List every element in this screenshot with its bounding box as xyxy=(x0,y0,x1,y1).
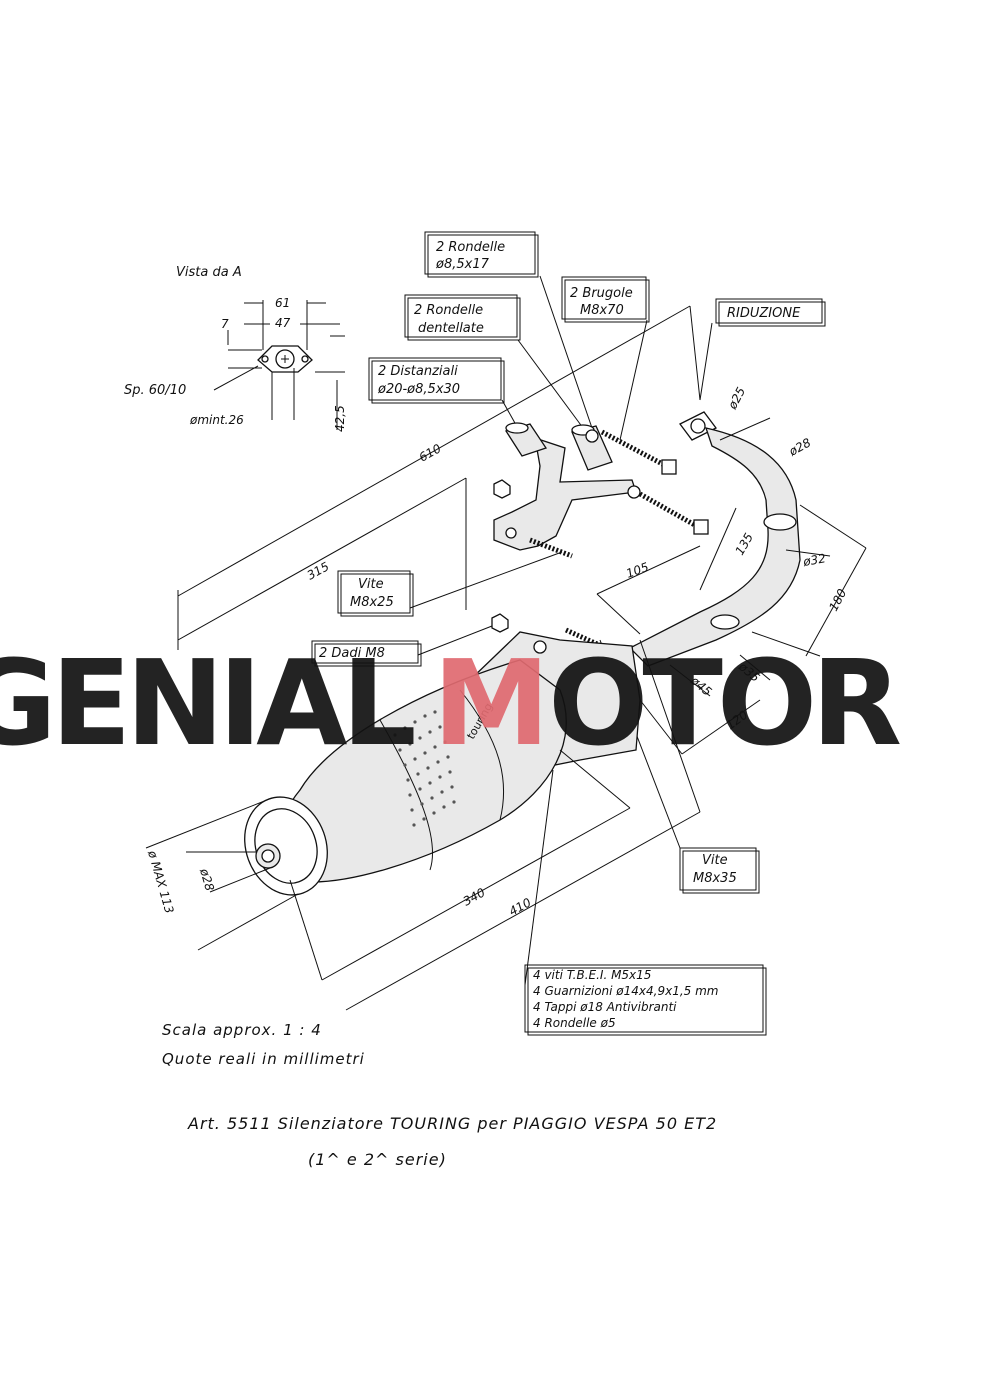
callout-dadi: 2 Dadi M8 xyxy=(319,646,385,661)
pipe-bend xyxy=(628,427,801,667)
callouts: 2 Rondelle ø8,5x17 2 Brugole M8x70 2 Ron… xyxy=(311,231,826,1036)
callout-vite-m8x25-size: M8x25 xyxy=(350,595,394,610)
callout-riduzione: RIDUZIONE xyxy=(727,306,801,321)
kit-line-2: 4 Guarnizioni ø14x4,9x1,5 mm xyxy=(533,984,718,998)
title-line-2: (1^ e 2^ serie) xyxy=(308,1150,447,1169)
kit-line-3: 4 Tappi ø18 Antivibranti xyxy=(533,1000,677,1014)
pipe-section-32 xyxy=(763,513,797,531)
callout-rondelle-qty: 2 Rondelle xyxy=(436,240,505,255)
dim-105: 105 xyxy=(624,560,650,581)
allen-bolt-1-head xyxy=(661,459,677,475)
tailpipe-bore xyxy=(261,849,275,863)
perforation-pattern xyxy=(393,710,456,827)
callout-brugole-size: M8x70 xyxy=(580,303,624,318)
bracket-hole xyxy=(505,527,517,539)
allen-bolt-1 xyxy=(600,429,672,471)
dim-610: 610 xyxy=(417,441,444,465)
dim-d28-outlet: ø28 xyxy=(197,866,217,893)
dim-42-5: 42,5 xyxy=(333,405,347,432)
screw-m8x25 xyxy=(529,537,573,559)
dim-135: 135 xyxy=(732,531,756,558)
kit-line-1: 4 viti T.B.E.I. M5x15 xyxy=(533,968,651,982)
dim-315: 315 xyxy=(305,559,332,582)
allen-bolt-2-head xyxy=(693,519,709,535)
callout-vite-m8x25-label: Vite xyxy=(358,577,384,592)
flange-inner-diameter: ømint.26 xyxy=(189,413,244,427)
inlet-cap-hole xyxy=(533,640,547,654)
mounting-hardware xyxy=(491,422,709,651)
spacer-1-end xyxy=(505,422,529,434)
vista-title: Vista da A xyxy=(176,265,242,280)
callout-rondelle-dent-type: dentellate xyxy=(418,321,484,336)
dim-61: 61 xyxy=(275,296,290,310)
dim-d32: ø32 xyxy=(801,551,827,569)
scale-note: Scala approx. 1 : 4 xyxy=(162,1021,322,1039)
exhaust-pipe xyxy=(628,411,801,667)
title-line-1: Art. 5511 Silenziatore TOURING per PIAGG… xyxy=(187,1114,717,1133)
flange-thickness: Sp. 60/10 xyxy=(124,383,186,398)
dim-180: 180 xyxy=(826,586,849,613)
kit-line-4: 4 Rondelle ø5 xyxy=(533,1016,616,1030)
nut-1 xyxy=(493,479,511,499)
silencer: touring xyxy=(244,631,641,896)
mounting-bracket xyxy=(493,437,637,551)
pipe-flange-bore xyxy=(690,418,706,434)
callout-vite-m8x35-size: M8x35 xyxy=(693,871,737,886)
callout-brugole-qty: 2 Brugole xyxy=(570,286,633,301)
dim-max-diameter: ø MAX 113 xyxy=(145,848,177,915)
callout-rondelle-dent-qty: 2 Rondelle xyxy=(414,303,483,318)
washer-2 xyxy=(627,485,641,499)
pipe-section-35 xyxy=(710,614,740,630)
units-note: Quote reali in millimetri xyxy=(162,1050,365,1068)
dim-d25: ø25 xyxy=(725,385,748,412)
dim-7: 7 xyxy=(221,317,229,331)
notes: Scala approx. 1 : 4 Quote reali in milli… xyxy=(162,1021,365,1068)
dim-410: 410 xyxy=(507,895,534,919)
nut-2 xyxy=(491,613,509,633)
allen-bolt-2 xyxy=(638,491,702,531)
callout-distanziali-size: ø20-ø8,5x30 xyxy=(377,382,460,397)
dim-d28: ø28 xyxy=(786,435,814,459)
callout-distanziali-qty: 2 Distanziali xyxy=(378,364,458,379)
flange-hole-left xyxy=(261,355,269,363)
callout-rondelle-size: ø8,5x17 xyxy=(435,257,490,272)
drawing-title: Art. 5511 Silenziatore TOURING per PIAGG… xyxy=(187,1114,717,1169)
dim-340: 340 xyxy=(461,885,488,909)
flange-hole-right xyxy=(301,355,309,363)
washer-1 xyxy=(585,429,599,443)
flange-detail-view: Vista da A 61 47 7 Sp. 60/10 ømint.26 42… xyxy=(124,265,347,432)
dim-47: 47 xyxy=(275,316,291,330)
callout-vite-m8x35-label: Vite xyxy=(702,853,728,868)
